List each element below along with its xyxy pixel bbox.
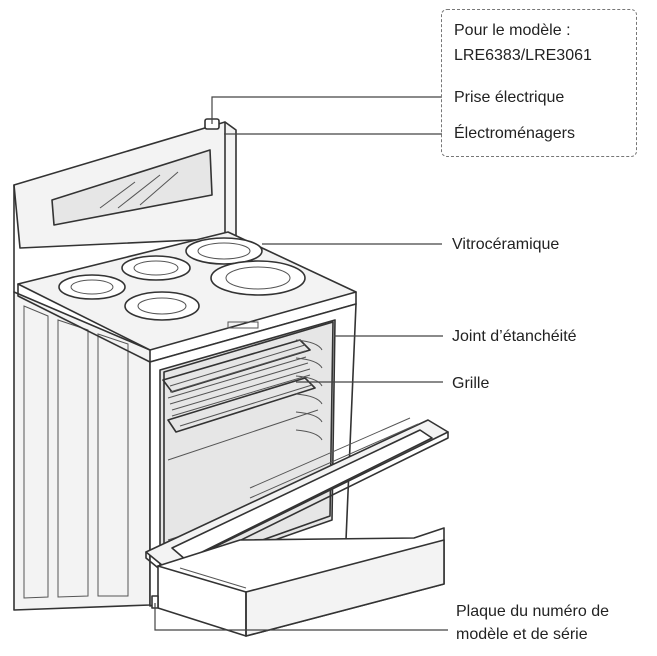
rack-supports: [295, 339, 323, 441]
oven-racks: [162, 339, 316, 433]
door-gasket: [163, 321, 334, 576]
model-line-1: Pour le modèle :: [454, 22, 571, 39]
label-plaque-line-1: Plaque du numéro de: [456, 603, 609, 620]
leader-lines: [154, 96, 448, 631]
storage-drawer: [157, 527, 445, 637]
label-electromenagers: Électroménagers: [454, 125, 575, 142]
cooktop: [17, 231, 357, 363]
model-callout-box: [441, 9, 637, 157]
label-joint: Joint d’étanchéité: [452, 328, 577, 345]
label-plaque-line-2: modèle et de série: [456, 626, 588, 643]
control-panel: [13, 121, 237, 293]
label-vitroceramique: Vitrocéramique: [452, 236, 560, 253]
label-prise-electrique: Prise électrique: [454, 89, 565, 106]
oven-door-open: [145, 417, 449, 577]
label-grille: Grille: [452, 375, 490, 392]
model-line-2: LRE6383/LRE3061: [454, 47, 592, 64]
cooktop-burners: [58, 237, 306, 321]
